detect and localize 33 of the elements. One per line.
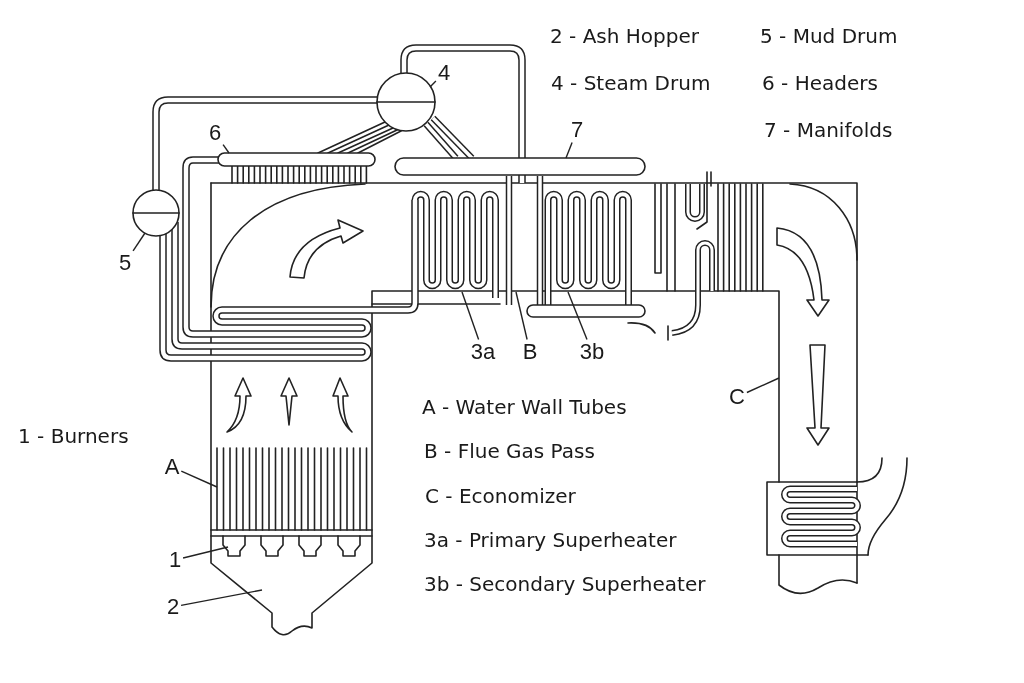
key-text: 3a - Primary Superheater [424, 528, 677, 552]
leader-line [565, 141, 573, 159]
callout-label: 3a [470, 340, 496, 364]
key-text: 5 - Mud Drum [760, 24, 898, 48]
callout-label: 1 [168, 548, 182, 572]
leader-line [222, 143, 230, 154]
key-text: A - Water Wall Tubes [422, 395, 627, 419]
leader-line [429, 80, 437, 88]
callout-label: 6 [208, 121, 222, 145]
callout-label: 5 [118, 251, 132, 275]
leader-line [461, 291, 480, 341]
callout-label: 3b [579, 340, 605, 364]
key-text: C - Economizer [425, 484, 576, 508]
key-text: 3b - Secondary Superheater [424, 572, 706, 596]
callout-label: B [522, 340, 538, 364]
callout-label: 2 [166, 595, 180, 619]
leader-line [515, 291, 528, 341]
callout-label: C [729, 385, 745, 409]
leader-line [746, 377, 780, 394]
callout-label: A [164, 455, 180, 479]
leader-line [180, 470, 218, 488]
callout-label: 4 [437, 61, 451, 85]
key-text: 2 - Ash Hopper [550, 24, 699, 48]
callout-label: 7 [570, 118, 584, 142]
leader-line [180, 589, 263, 607]
key-text: 1 - Burners [18, 424, 129, 448]
key-text: 7 - Manifolds [764, 118, 893, 142]
key-text: 4 - Steam Drum [551, 71, 711, 95]
leader-line [182, 546, 229, 559]
leader-line [567, 291, 588, 341]
key-text: 6 - Headers [762, 71, 878, 95]
leader-line [132, 232, 146, 252]
key-text: B - Flue Gas Pass [424, 439, 595, 463]
